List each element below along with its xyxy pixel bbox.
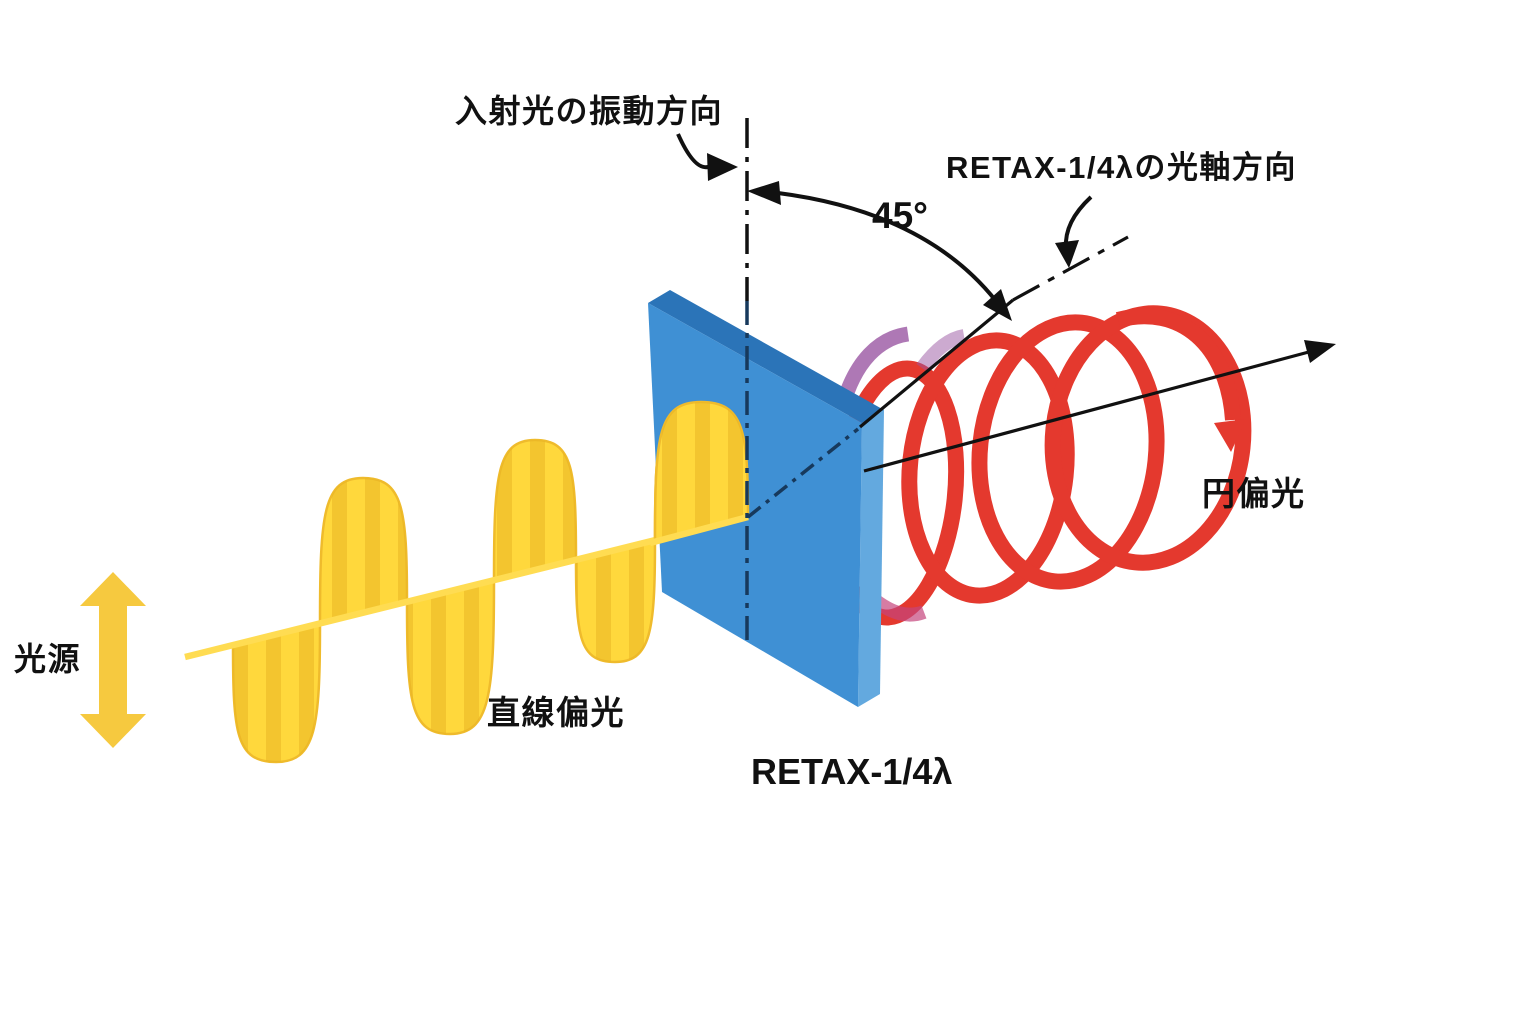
angle-arc: [777, 191, 998, 303]
helix-tail: [1115, 308, 1241, 421]
plate-label: RETAX-1/4λ: [751, 751, 952, 792]
angle-arc-arrowhead-left: [747, 181, 781, 205]
incident-label-arrowhead: [707, 153, 738, 181]
incident-direction-label: 入射光の振動方向: [455, 93, 723, 129]
linear-polarization-label: 直線偏光: [487, 694, 625, 731]
optic-axis-line-solid: [858, 298, 1015, 429]
light-source-arrow: [80, 572, 146, 748]
optic-axis-direction-label: RETAX-1/4λの光軸方向: [946, 150, 1297, 185]
angle-arc-arrowhead-right: [983, 289, 1012, 321]
angle-label: 45°: [872, 195, 928, 236]
propagation-axis-arrowhead: [1304, 340, 1336, 363]
circular-polarization-label: 円偏光: [1202, 475, 1306, 512]
plate-top-bevel: [648, 290, 884, 423]
helix-purple-accent-2: [916, 329, 966, 373]
incident-label-arrow: [676, 133, 709, 170]
light-source-label: 光源: [14, 641, 81, 677]
propagation-axis-line: [863, 347, 1321, 473]
optic-axis-line-dashdot: [1012, 235, 1129, 302]
wave-front-lobe: [649, 400, 750, 547]
front-axis-ribbon: [649, 513, 749, 547]
optic-axis-label-arrowhead: [1055, 240, 1079, 268]
plate-optic-axis-guide: [746, 427, 860, 519]
helix-arrowhead: [1214, 419, 1246, 452]
helix-loop-3: [971, 314, 1165, 590]
plate-side-bevel: [858, 410, 884, 707]
